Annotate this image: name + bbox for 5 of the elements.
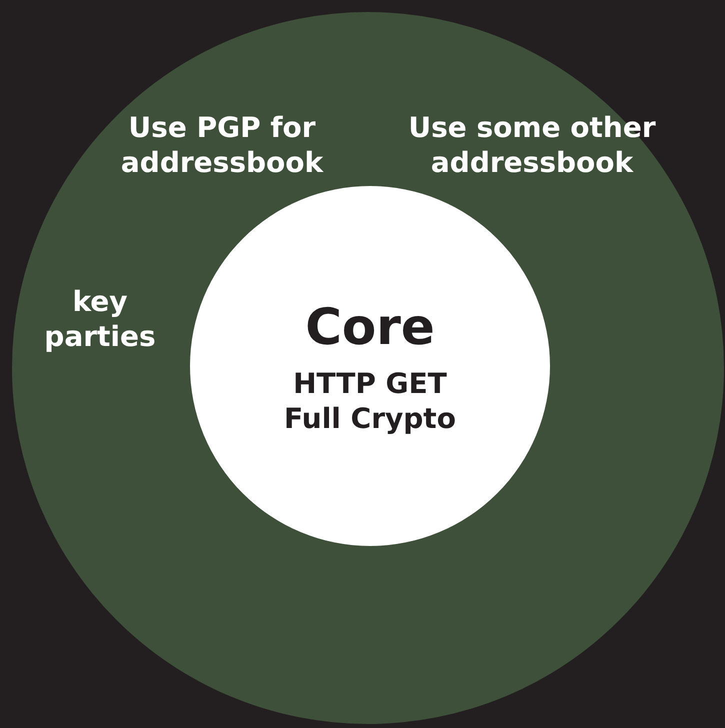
ring-label: key parties — [43, 284, 157, 354]
ring-label: Use PGP for addressbook — [120, 110, 324, 180]
core-title: Core — [304, 297, 436, 358]
core-features: HTTP GET Full Crypto — [283, 366, 457, 436]
ring-label: Use some other addressbook — [407, 110, 657, 180]
